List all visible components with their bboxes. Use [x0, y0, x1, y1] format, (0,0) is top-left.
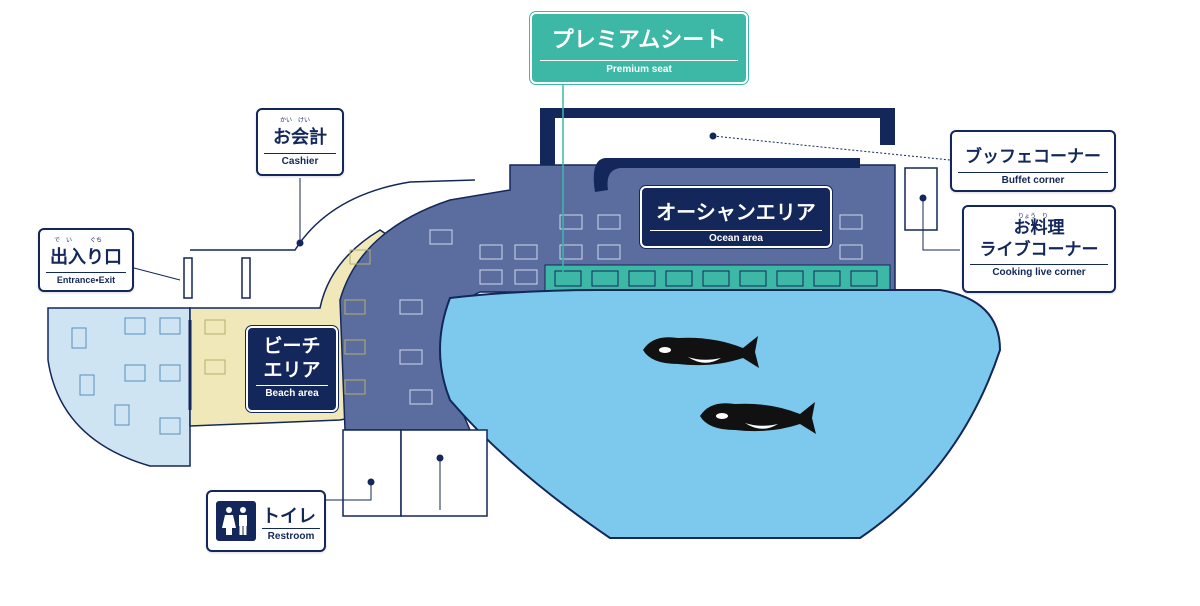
restroom-label: トイレ Restroom [206, 490, 326, 552]
door-right [241, 257, 251, 299]
entrance-jp: 出入り口 [50, 247, 122, 268]
ocean-area-jp: オーシャンエリア [656, 200, 816, 224]
ocean-tables [399, 214, 863, 405]
cooking-counter [593, 158, 860, 192]
cooking-jp-2: ライブコーナー [979, 240, 1099, 260]
beach-area-jp-1: ビーチ [263, 335, 321, 357]
cashier-jp: お会計 [273, 127, 327, 148]
buffet-label: ブッフェコーナー Buffet corner [950, 130, 1116, 192]
cashier-en: Cashier [264, 153, 336, 167]
buffet-jp: ブッフェコーナー [965, 147, 1101, 167]
premium-seat-jp: プレミアムシート [551, 28, 727, 53]
entrance-seats [71, 317, 181, 435]
premium-seat-strip [544, 264, 891, 293]
cashier-label: かい けい お会計 Cashier [256, 108, 344, 176]
entrance-area [47, 307, 191, 467]
restroom-jp: トイレ [262, 506, 316, 527]
ocean-area-en: Ocean area [650, 230, 822, 244]
entrance-ruby: で い ぐち [54, 237, 103, 244]
leader-dots [296, 132, 927, 486]
restroom-room-a [342, 429, 402, 517]
entrance-label: で い ぐち 出入り口 Entrance•Exit [38, 228, 134, 292]
cooking-jp-1: お料理 [1013, 218, 1065, 238]
buffet-en: Buffet corner [958, 172, 1108, 186]
beach-tables [204, 249, 371, 395]
cooking-en: Cooking live corner [970, 264, 1108, 278]
premium-tables [554, 270, 878, 287]
entrance-en: Entrance•Exit [46, 272, 126, 285]
leader-lines [133, 83, 960, 515]
premium-seat-en: Premium seat [540, 60, 738, 75]
orca-icon [700, 402, 816, 434]
restroom-en: Restroom [262, 528, 320, 542]
beach-area-label: ビーチ エリア Beach area [246, 326, 338, 412]
beach-area-en: Beach area [256, 385, 328, 399]
restroom-icon [216, 501, 256, 541]
beach-area-jp-2: エリア [263, 359, 321, 381]
door-left [183, 257, 193, 299]
restroom-room-b [400, 429, 488, 517]
ocean-area-label: オーシャンエリア Ocean area [640, 186, 832, 248]
cooking-label: りょう り お料理 ライブコーナー Cooking live corner [962, 205, 1116, 293]
cooking-ruby: りょう り [1018, 213, 1049, 220]
orca-icon [643, 336, 759, 368]
premium-seat-label: プレミアムシート Premium seat [530, 12, 748, 84]
cashier-ruby: かい けい [280, 117, 311, 124]
buffet-counter [540, 108, 895, 165]
